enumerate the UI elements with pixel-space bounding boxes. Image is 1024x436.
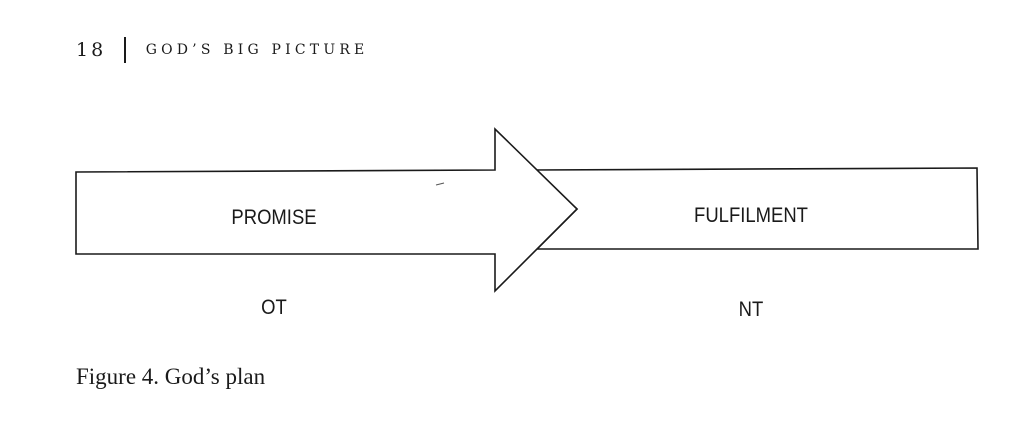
running-head: 18 God’s Big Picture (76, 36, 368, 64)
fulfilment-label: FULFILMENT (694, 204, 808, 227)
running-head-divider (124, 37, 126, 63)
figure-caption: Figure 4. God’s plan (76, 364, 266, 389)
scan-speck (435, 182, 445, 186)
promise-label: PROMISE (231, 206, 316, 229)
ot-label: OT (261, 296, 287, 319)
promise-arrow (75, 127, 579, 293)
nt-label: NT (739, 298, 764, 321)
book-title: God’s Big Picture (145, 42, 369, 58)
page-number: 18 (76, 39, 107, 61)
